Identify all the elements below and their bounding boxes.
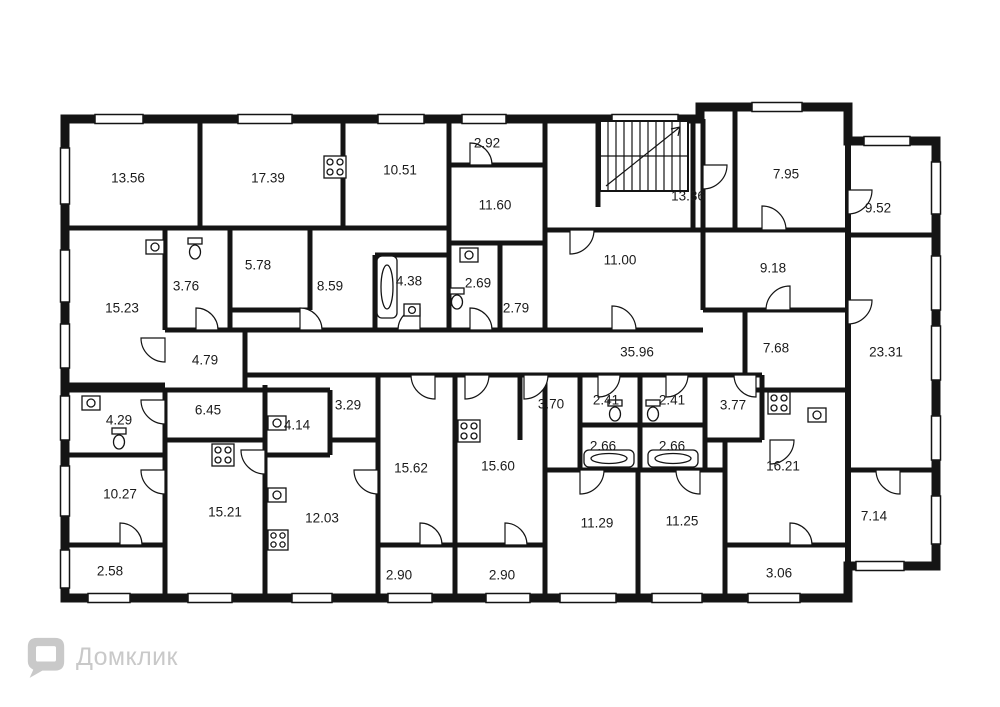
room-area-label: 3.76: [172, 278, 200, 294]
stairs-direction-arrow: [605, 126, 681, 187]
room-area-label: 6.45: [194, 402, 222, 418]
room-area-label: 11.00: [603, 252, 637, 268]
room-area-label: 2.92: [473, 135, 501, 151]
room-area-label: 9.52: [864, 200, 892, 216]
room-area-label: 23.31: [869, 344, 903, 360]
room-area-label: 11.25: [665, 513, 699, 529]
room-area-label: 2.90: [488, 567, 516, 583]
toilet-icon: [187, 237, 203, 260]
room-area-label: 2.66: [658, 438, 686, 454]
room-area-label: 3.29: [334, 397, 362, 413]
sink-icon: [145, 239, 165, 255]
room-area-label: 15.21: [208, 504, 242, 520]
stove-icon: [767, 391, 791, 415]
room-area-label: 2.41: [592, 392, 620, 408]
toilet-icon: [111, 427, 127, 450]
windows: [59, 101, 942, 604]
room-area-label: 35.96: [620, 344, 654, 360]
room-area-label: 2.79: [502, 300, 530, 316]
door-arcs: [119, 142, 901, 546]
stove-icon: [267, 529, 289, 551]
stove-icon: [211, 443, 235, 467]
room-area-label: 3.77: [719, 397, 747, 413]
room-area-label: 2.69: [464, 275, 492, 291]
fixtures: [81, 155, 827, 551]
bathtub-icon: [647, 449, 699, 468]
toilet-icon: [607, 399, 623, 422]
bathtub-icon: [583, 449, 635, 468]
room-area-label: 7.95: [772, 166, 800, 182]
room-area-label: 16.21: [766, 458, 800, 474]
domklik-watermark: Домклик: [26, 636, 178, 678]
room-area-label: 2.66: [589, 438, 617, 454]
room-area-label: 10.27: [103, 486, 137, 502]
stove-icon: [457, 419, 481, 443]
room-area-label: 2.90: [385, 567, 413, 583]
room-area-label: 10.51: [383, 162, 417, 178]
room-area-label: 11.29: [580, 515, 614, 531]
room-area-label: 12.03: [305, 510, 339, 526]
room-area-label: 15.60: [481, 458, 515, 474]
room-area-label: 4.14: [283, 417, 311, 433]
domklik-logo-icon: [27, 637, 65, 678]
room-area-label: 5.78: [244, 257, 272, 273]
room-area-label: 2.41: [658, 392, 686, 408]
room-area-label: 4.79: [191, 352, 219, 368]
room-area-label: 8.59: [316, 278, 344, 294]
room-area-label: 13.56: [111, 170, 145, 186]
room-area-label: 15.23: [105, 300, 139, 316]
stove-icon: [323, 155, 347, 179]
room-area-label: 13.36: [671, 188, 705, 204]
room-area-label: 2.58: [96, 563, 124, 579]
room-area-label: 11.60: [478, 197, 512, 213]
sink-icon: [807, 407, 827, 423]
room-area-label: 4.38: [395, 273, 423, 289]
toilet-icon: [645, 399, 661, 422]
room-area-label: 3.06: [765, 565, 793, 581]
sink-icon: [403, 303, 421, 317]
sink-icon: [267, 487, 287, 503]
room-area-label: 17.39: [251, 170, 285, 186]
toilet-icon: [449, 287, 465, 310]
room-area-label: 4.29: [105, 412, 133, 428]
bathtub-icon: [376, 255, 398, 319]
room-area-label: 3.70: [537, 396, 565, 412]
room-area-label: 15.62: [394, 460, 428, 476]
sink-icon: [459, 247, 479, 263]
sink-icon: [81, 395, 101, 411]
room-area-label: 7.14: [860, 508, 888, 524]
room-area-label: 9.18: [759, 260, 787, 276]
sink-icon: [267, 415, 287, 431]
staircase: [599, 120, 689, 192]
watermark-text: Домклик: [76, 642, 178, 671]
room-area-label: 7.68: [762, 340, 790, 356]
